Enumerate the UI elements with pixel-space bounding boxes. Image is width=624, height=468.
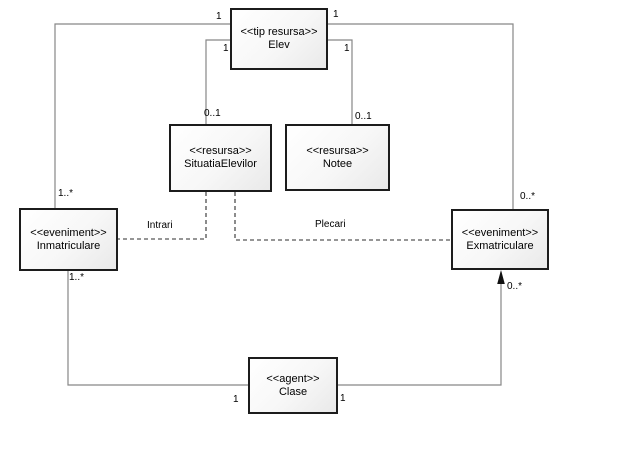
multiplicity-notee-side-elev: 0..1 (355, 111, 372, 122)
multiplicity-exmatriculare-side-clase: 0..* (507, 281, 523, 292)
multiplicity-elev-side-notee: 1 (344, 43, 350, 54)
node-situatia-elevilor-stereotype: <<resursa>> (189, 145, 252, 157)
multiplicity-inmatriculare-side-elev: 1..* (58, 188, 74, 199)
edge-inmatriculare-clase (67, 271, 248, 386)
edge-elev-notee (328, 39, 353, 124)
node-clase: <<agent>> Clase (248, 357, 338, 414)
node-situatia-elevilor-name: SituatiaElevilor (184, 158, 257, 170)
edge-elev-exmatriculare (328, 23, 514, 209)
multiplicity-exmatriculare-side-elev: 0..* (520, 191, 536, 202)
node-notee: <<resursa>> Notee (285, 124, 390, 191)
node-exmatriculare: <<eveniment>> Exmatriculare (451, 209, 549, 270)
node-inmatriculare-name: Inmatriculare (36, 239, 101, 252)
node-inmatriculare-stereotype: <<eveniment>> (30, 226, 107, 239)
multiplicity-inmatriculare-side-clase: 1..* (69, 272, 85, 283)
node-exmatriculare-stereotype: <<eveniment>> (461, 226, 539, 239)
node-clase-name: Clase (278, 385, 308, 398)
multiplicity-elev-side-inmatriculare: 1 (216, 11, 222, 22)
multiplicity-clase-side-inmatriculare: 1 (233, 394, 239, 405)
node-elev: <<tip resursa>> Elev (230, 8, 328, 70)
edge-label-intrari: Intrari (147, 220, 173, 231)
edge-elev-situatia (205, 39, 230, 124)
edge-situatia-exmatriculare-dashed (234, 192, 451, 241)
arrowhead-exmatriculare (497, 270, 505, 284)
node-exmatriculare-name: Exmatriculare (466, 239, 534, 252)
node-inmatriculare: <<eveniment>> Inmatriculare (19, 208, 118, 271)
node-notee-stereotype: <<resursa>> (306, 144, 369, 157)
edge-situatia-inmatriculare-dashed (118, 192, 207, 240)
multiplicity-elev-side-exmatriculare: 1 (333, 9, 339, 20)
node-situatia-elevilor: <<resursa>> SituatiaElevilor (169, 124, 272, 192)
node-elev-stereotype: <<tip resursa>> (240, 26, 318, 38)
node-elev-name: Elev (268, 39, 290, 51)
multiplicity-situatia-side-elev: 0..1 (204, 108, 221, 119)
node-clase-stereotype: <<agent>> (266, 372, 320, 385)
edge-clase-exmatriculare (338, 272, 502, 386)
multiplicity-elev-side-situatia: 1 (223, 43, 229, 54)
node-notee-name: Notee (322, 157, 353, 170)
multiplicity-clase-side-exmatriculare: 1 (340, 393, 346, 404)
edge-elev-inmatriculare (54, 23, 230, 208)
edge-label-plecari: Plecari (315, 219, 346, 230)
